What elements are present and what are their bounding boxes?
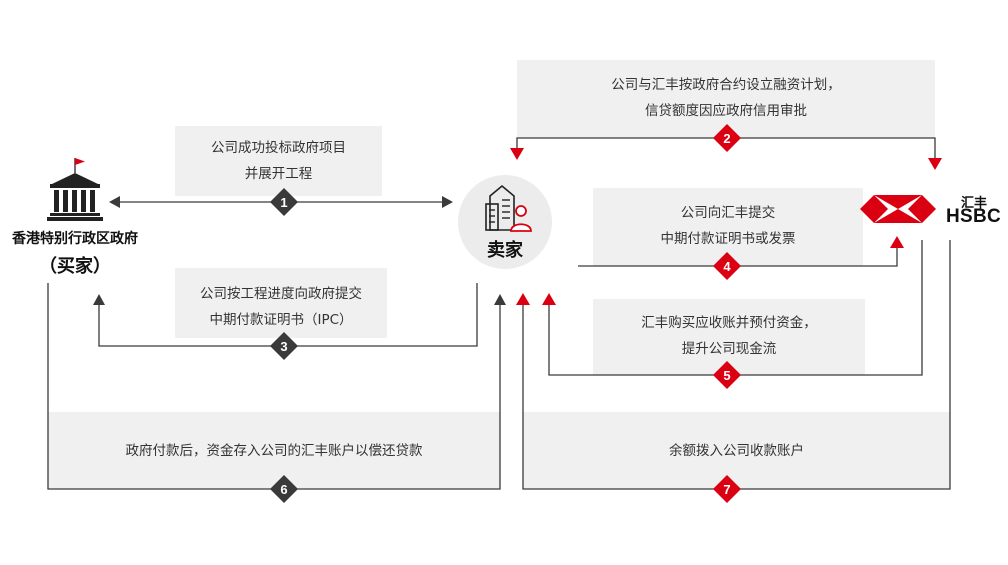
step-5-text: 汇丰购买应收账并预付资金， 提升公司现金流	[593, 310, 865, 362]
step-5-panel	[593, 299, 865, 375]
seller-circle	[458, 175, 552, 269]
step-6-line-1: 政府付款后，资金存入公司的汇丰账户以偿还贷款	[125, 443, 423, 459]
step-1-text: 公司成功投标政府项目 并展开工程	[175, 135, 382, 187]
step-5-line-1: 汇丰购买应收账并预付资金，	[641, 315, 817, 331]
government-label: 香港特别行政区政府	[12, 231, 138, 247]
step-3-panel	[175, 268, 387, 338]
step-4-text: 公司向汇丰提交 中期付款证明书或发票	[593, 200, 863, 252]
seller-label: 卖家	[487, 240, 523, 261]
hsbc-english-label: HSBC	[946, 206, 1002, 227]
step-6-badge: 6	[270, 475, 298, 503]
svg-text:5: 5	[723, 368, 730, 383]
step-2-badge: 2	[713, 124, 741, 152]
step-7-text: 余额拨入公司收款账户	[523, 438, 950, 464]
step-4-line-1: 公司向汇丰提交	[680, 205, 776, 221]
step-4-badge: 4	[713, 252, 741, 280]
step-2-line-1: 公司与汇丰按政府合约设立融资计划，	[611, 77, 841, 93]
step-6-panel	[48, 412, 500, 489]
step-4-line-2: 中期付款证明书或发票	[660, 231, 796, 247]
step-3-badge: 3	[270, 332, 298, 360]
svg-text:7: 7	[723, 482, 730, 497]
hsbc-logo-icon	[860, 195, 936, 223]
step-1-badge: 1	[270, 188, 298, 216]
hsbc-chinese-label: 汇丰	[961, 196, 988, 211]
svg-text:6: 6	[280, 482, 287, 497]
step-6-text: 政府付款后，资金存入公司的汇丰账户以偿还贷款	[48, 438, 500, 464]
step-2-text: 公司与汇丰按政府合约设立融资计划， 信贷额度因应政府信用审批	[517, 72, 935, 124]
svg-text:2: 2	[723, 131, 730, 146]
step-7-line-1: 余额拨入公司收款账户	[669, 443, 804, 459]
government-building-icon	[47, 158, 103, 221]
step-7-badge: 7	[713, 475, 741, 503]
step-5-line-2: 提升公司现金流	[681, 341, 777, 357]
svg-text:4: 4	[723, 259, 731, 274]
svg-text:1: 1	[280, 195, 287, 210]
step-3-text: 公司按工程进度向政府提交 中期付款证明书（IPC）	[175, 281, 387, 333]
step-3-line-2: 中期付款证明书（IPC）	[209, 312, 353, 328]
svg-text:3: 3	[280, 339, 287, 354]
step-1-panel	[175, 126, 382, 196]
government-role-label: （买家）	[39, 256, 111, 277]
step-7-panel	[523, 412, 950, 489]
step-3-line-1: 公司按工程进度向政府提交	[200, 286, 362, 302]
seller-office-icon	[485, 184, 532, 232]
step-5-badge: 5	[713, 361, 741, 389]
step-1-line-2: 并展开工程	[244, 166, 313, 182]
step-4-arrow	[578, 236, 904, 267]
step-2-line-2: 信贷额度因应政府信用审批	[645, 103, 807, 119]
step-1-line-1: 公司成功投标政府项目	[211, 140, 346, 156]
